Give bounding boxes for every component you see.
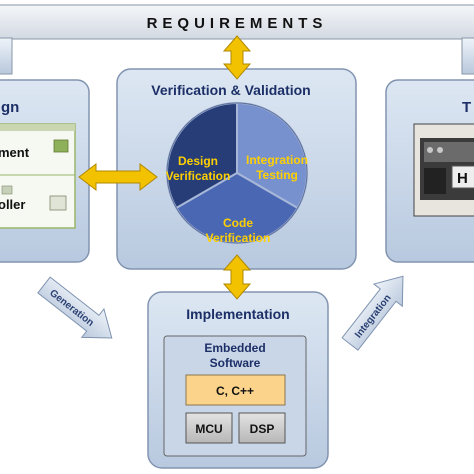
requirements-vv-double-arrow (222, 35, 252, 80)
embedded-label-line1: Embedded (204, 341, 265, 355)
embedded-label-line2: Software (210, 356, 261, 370)
language-box (185, 374, 286, 406)
integration-arrow: Integration (341, 275, 404, 351)
verification-pie (166, 101, 308, 244)
design-vv-double-arrow (78, 162, 158, 192)
dsp-box (238, 412, 286, 444)
design-panel: gn ment oller (0, 79, 90, 263)
implementation-panel: Implementation Embedded Software C, C++ … (147, 291, 329, 469)
mcu-label: MCU (195, 422, 222, 436)
code-verification-line1: Code (223, 216, 253, 230)
embedded-software-box: Embedded Software C, C++ MCU DSP (163, 335, 307, 457)
language-label: C, C++ (216, 384, 254, 398)
vv-title: Verification & Validation (151, 82, 310, 98)
vv-implementation-double-arrow (222, 254, 252, 300)
generation-arrow: Generation (37, 276, 113, 339)
test-hardware-label: H (457, 170, 468, 187)
test-panel-title: T (462, 99, 471, 116)
design-verification-line2: Verification (166, 169, 231, 183)
mcu-box (185, 412, 233, 444)
integration-testing-line2: Testing (256, 168, 298, 182)
banner-left-connector (0, 37, 13, 75)
test-panel: T H (385, 79, 474, 263)
verification-validation-panel: Verification & Validation Design Verific… (116, 68, 357, 270)
test-hardware-photo: H (413, 123, 474, 217)
design-model-item-1: ment (0, 145, 30, 160)
integration-testing-line1: Integration (246, 153, 308, 167)
design-model-item-2: oller (0, 197, 25, 212)
implementation-title: Implementation (186, 306, 289, 322)
banner-right-connector (461, 37, 474, 75)
design-panel-title: gn (1, 99, 19, 116)
dsp-label: DSP (250, 422, 275, 436)
requirements-banner: REQUIREMENTS (0, 4, 474, 40)
code-verification-line2: Verification (206, 231, 271, 245)
requirements-label: REQUIREMENTS (147, 15, 328, 32)
design-verification-line1: Design (178, 154, 218, 168)
